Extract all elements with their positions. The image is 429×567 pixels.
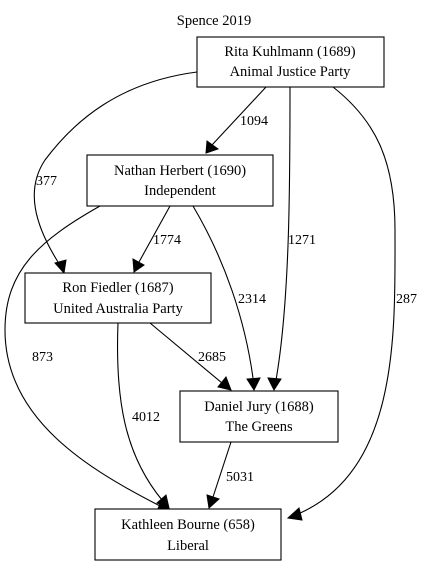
party-name: The Greens: [225, 419, 293, 435]
edge-label: 1271: [288, 233, 316, 248]
edge-ron-to-daniel: 2685: [149, 322, 232, 391]
edge-label: 2685: [198, 350, 226, 365]
edge-label: 4012: [132, 410, 160, 425]
candidate-name: Daniel Jury (1688): [204, 399, 314, 415]
edge-label: 2314: [238, 292, 266, 307]
edge-nathan-to-ron: 1774: [132, 205, 181, 273]
party-name: Animal Justice Party: [230, 64, 352, 80]
party-name: Liberal: [167, 538, 209, 554]
edge-ron-to-kathleen: 4012: [117, 322, 170, 509]
edge-rita-to-nathan: 1094: [205, 86, 268, 154]
node-rita-kuhlmann: Rita Kuhlmann (1689) Animal Justice Part…: [196, 36, 385, 88]
edge-label: 873: [32, 350, 53, 365]
party-name: United Australia Party: [53, 301, 183, 317]
edge-label: 377: [36, 174, 57, 189]
node-kathleen-bourne: Kathleen Bourne (658) Liberal: [94, 508, 282, 561]
node-daniel-jury: Daniel Jury (1688) The Greens: [179, 390, 339, 443]
edge-rita-to-ron: 377: [33, 71, 198, 275]
diagram-title-group: Spence 2019: [177, 13, 252, 29]
candidate-name: Rita Kuhlmann (1689): [224, 44, 355, 60]
edge-label: 1774: [153, 233, 181, 248]
candidate-name: Ron Fiedler (1687): [62, 280, 173, 296]
candidate-name: Nathan Herbert (1690): [114, 163, 246, 179]
party-name: Independent: [144, 183, 216, 199]
edge-label: 1094: [240, 114, 268, 129]
diagram-title: Spence 2019: [177, 13, 252, 29]
edge-rita-to-kathleen: 287: [286, 86, 417, 521]
edge-label: 287: [396, 292, 417, 307]
edge-daniel-to-kathleen: 5031: [206, 441, 254, 509]
node-ron-fiedler: Ron Fiedler (1687) United Australia Part…: [24, 272, 212, 324]
edge-rita-to-daniel: 1271: [267, 86, 316, 392]
edge-nathan-to-daniel: 2314: [192, 205, 266, 392]
candidate-name: Kathleen Bourne (658): [121, 517, 255, 533]
edge-label: 5031: [226, 470, 254, 485]
node-nathan-herbert: Nathan Herbert (1690) Independent: [86, 154, 274, 207]
